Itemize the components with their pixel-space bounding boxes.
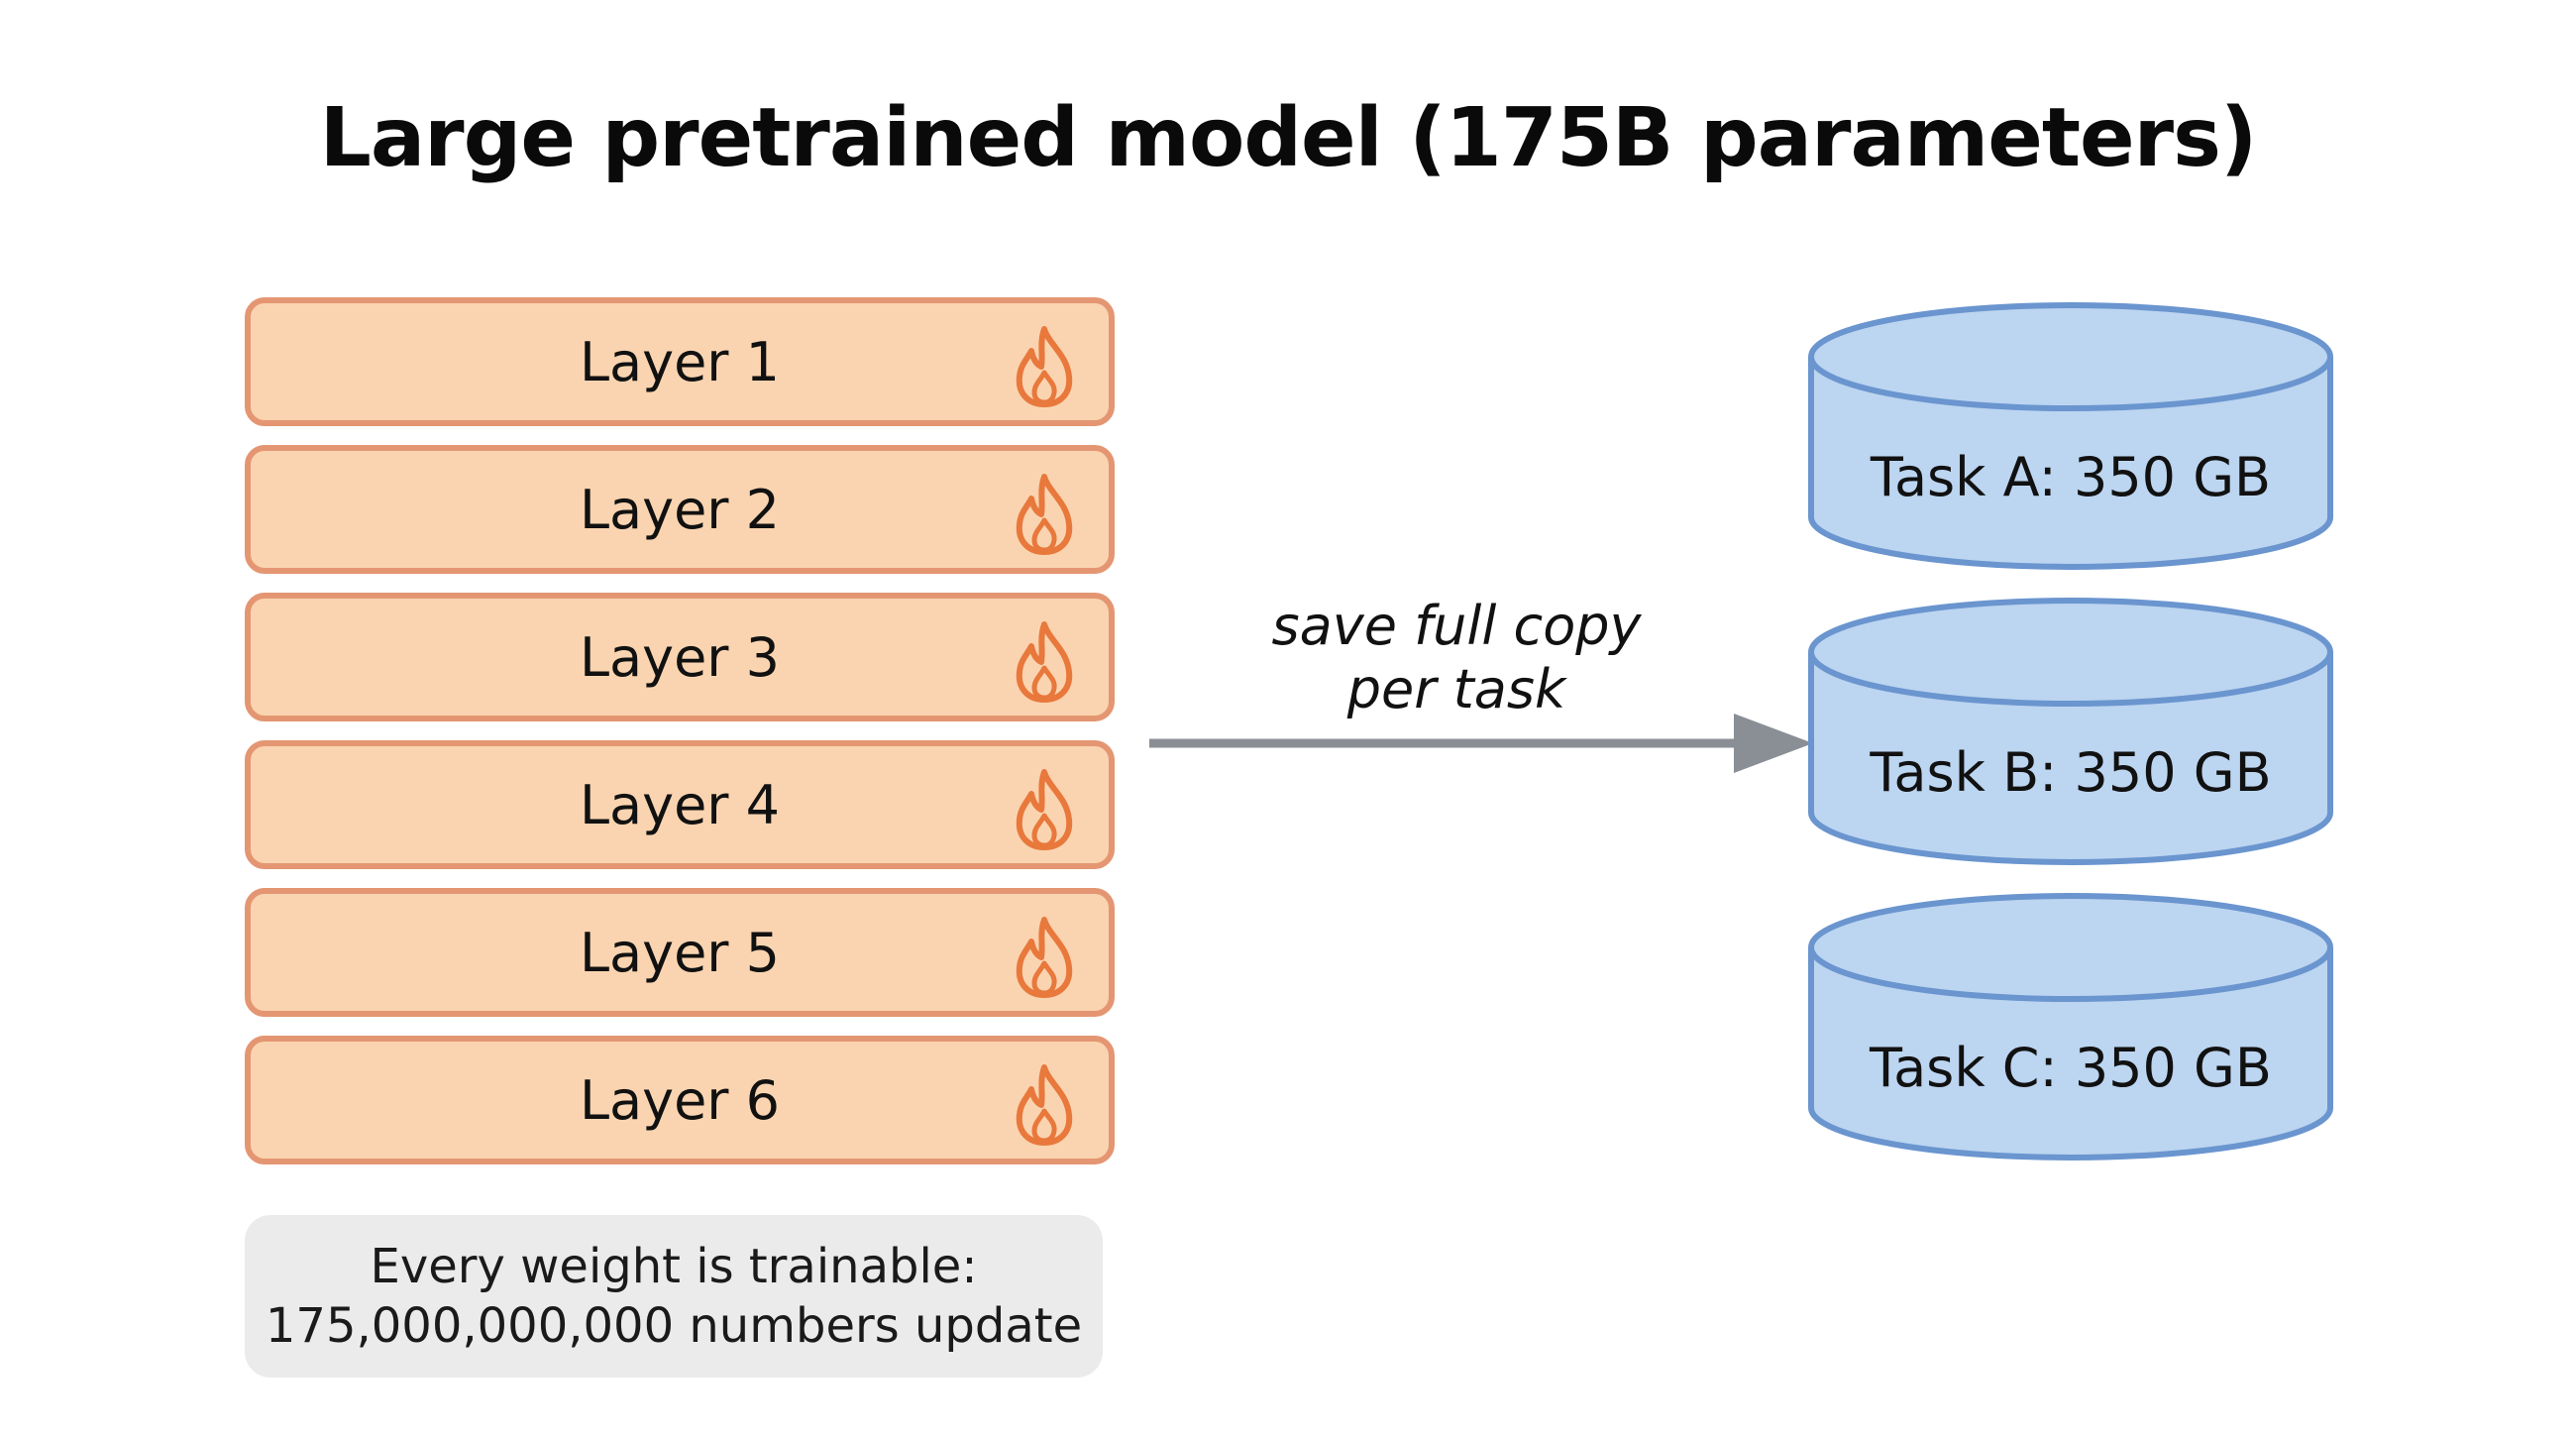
storage-label: Task C: 350 GB [1870,1037,2272,1099]
arrow-label-line-1: save full copy [1271,595,1642,657]
cylinder-shape [1808,598,2333,865]
trainable-note: Every weight is trainable: 175,000,000,0… [245,1215,1103,1378]
flame-icon [1016,474,1073,555]
storage-cylinder-b: Task B: 350 GB [1803,595,2338,872]
layer-label: Layer 6 [579,1068,781,1132]
layer-stack: Layer 1 Layer 2 Layer 3 Layer 4 Layer 5 [245,297,1115,1183]
layer-box-4: Layer 4 [245,740,1115,869]
note-line-1: Every weight is trainable: [370,1239,978,1294]
arrow-label: save full copy per task [1209,595,1704,721]
layer-label: Layer 5 [579,921,781,984]
flame-icon [1016,917,1073,998]
flame-icon [1016,621,1073,703]
save-arrow [1149,714,1813,773]
storage-cylinder-c: Task C: 350 GB [1803,890,2338,1167]
cylinder-shape [1808,893,2333,1161]
cylinder-shape [1808,302,2333,570]
layer-box-3: Layer 3 [245,593,1115,721]
storage-cylinder-a: Task A: 350 GB [1803,299,2338,577]
note-line-2: 175,000,000,000 numbers update [265,1298,1083,1354]
flame-icon [1016,1064,1073,1146]
layer-label: Layer 4 [579,773,781,836]
storage-label: Task A: 350 GB [1870,446,2272,508]
flame-icon [1016,769,1073,850]
arrow-label-line-2: per task [1346,658,1566,720]
layer-label: Layer 1 [579,330,781,393]
storage-label: Task B: 350 GB [1870,741,2272,804]
layer-box-6: Layer 6 [245,1036,1115,1164]
layer-box-5: Layer 5 [245,888,1115,1017]
layer-box-1: Layer 1 [245,297,1115,426]
layer-label: Layer 2 [579,478,781,541]
diagram-title: Large pretrained model (175B parameters) [319,91,2258,185]
layer-box-2: Layer 2 [245,445,1115,574]
layer-label: Layer 3 [579,625,781,689]
flame-icon [1016,326,1073,407]
